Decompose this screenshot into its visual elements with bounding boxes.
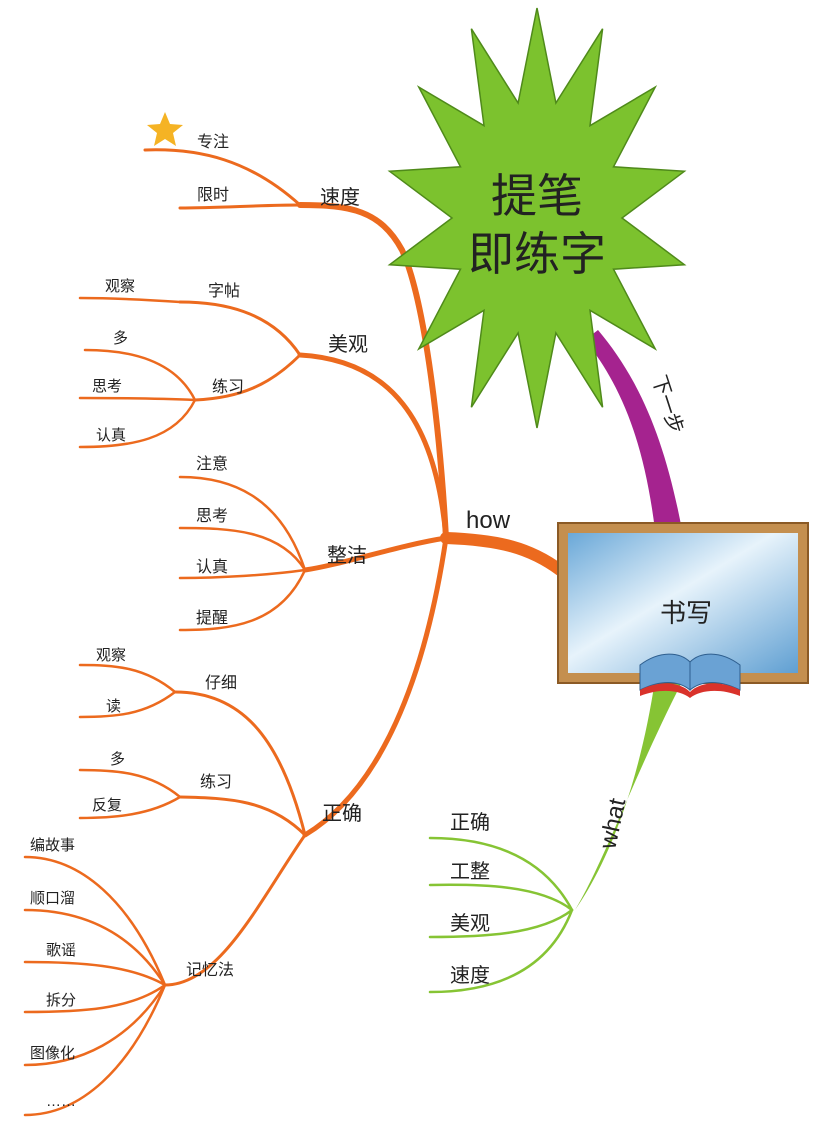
node-careful: 仔细 <box>205 674 237 692</box>
board-label: 书写 <box>660 599 712 629</box>
edge-split <box>23 983 167 1014</box>
next-step-link <box>585 330 682 530</box>
branch-neat <box>302 535 449 573</box>
edge-what-1 <box>428 836 574 912</box>
leaf-focus: 专注 <box>197 133 229 151</box>
leaf-etc: …… <box>46 1093 76 1110</box>
edge-etc <box>23 983 167 1117</box>
leaf-repeat: 反复 <box>92 796 122 814</box>
edge-focus <box>143 148 302 207</box>
node-correct: 正确 <box>322 802 362 825</box>
leaf-story: 编故事 <box>30 837 75 854</box>
what-item-2: 工整 <box>450 860 490 883</box>
node-copybook: 字帖 <box>208 282 240 300</box>
what-link <box>575 680 683 910</box>
edge-observe-1 <box>78 296 182 304</box>
leaf-song: 歌谣 <box>46 942 76 959</box>
what-label: what <box>594 796 631 853</box>
edge-what-3 <box>428 908 574 939</box>
leaf-observe-1: 观察 <box>105 277 135 295</box>
edge-careful <box>173 690 307 837</box>
how-label: how <box>466 507 511 534</box>
what-item-3: 美观 <box>450 912 490 935</box>
star-icon <box>147 112 183 146</box>
edge-practice-1 <box>193 353 302 402</box>
leaf-attention: 注意 <box>196 454 228 473</box>
book-icon <box>639 653 741 698</box>
edge-many-1 <box>83 348 197 402</box>
edge-observe-2 <box>78 663 177 694</box>
edge-practice-2 <box>178 795 307 837</box>
edge-attention <box>178 475 307 572</box>
leaf-timed: 限时 <box>197 186 229 204</box>
edge-earnest-2 <box>178 568 307 580</box>
edge-what-2 <box>428 883 574 912</box>
branch-beauty <box>297 352 449 541</box>
edge-think-2 <box>178 526 307 572</box>
leaf-many-1: 多 <box>113 330 128 347</box>
leaf-many-2: 多 <box>110 751 125 768</box>
leaf-remind: 提醒 <box>196 609 228 627</box>
leaf-read: 读 <box>106 698 121 715</box>
edge-read <box>78 690 177 719</box>
node-practice-1: 练习 <box>212 378 244 396</box>
branch-speed <box>297 202 449 541</box>
edge-repeat <box>78 795 182 820</box>
leaf-earnest-1: 认真 <box>96 426 126 444</box>
node-speed: 速度 <box>320 186 360 209</box>
edge-song <box>23 960 167 987</box>
what-item-1: 正确 <box>450 811 490 834</box>
edge-many-2 <box>78 768 182 799</box>
edge-memory <box>163 833 307 987</box>
edge-rhyme <box>23 908 167 987</box>
blackboard: 书写 <box>557 522 809 684</box>
leaf-rhyme: 顺口溜 <box>30 890 75 907</box>
edge-image <box>23 983 167 1067</box>
leaf-observe-2: 观察 <box>96 646 126 664</box>
starburst-shape <box>387 7 687 429</box>
node-beauty: 美观 <box>328 333 368 356</box>
leaf-split: 拆分 <box>46 992 76 1009</box>
how-branches <box>23 148 566 1117</box>
leaf-earnest-2: 认真 <box>196 558 228 576</box>
board-screen <box>568 533 798 673</box>
central-title-line2: 即练字 <box>468 227 606 281</box>
node-memory: 记忆法 <box>186 961 234 979</box>
edge-earnest-1 <box>78 398 197 449</box>
leaf-image: 图像化 <box>30 1045 75 1062</box>
node-neat: 整洁 <box>327 544 367 567</box>
edge-timed <box>178 203 302 210</box>
edge-copybook <box>178 300 302 357</box>
how-link <box>440 532 566 576</box>
edge-story <box>23 855 167 987</box>
edge-think-1 <box>78 396 197 402</box>
node-practice-2: 练习 <box>200 773 232 791</box>
what-item-4: 速度 <box>450 964 490 987</box>
edge-what-4 <box>428 908 574 994</box>
branch-correct <box>302 535 449 838</box>
leaf-think-2: 思考 <box>196 507 228 525</box>
what-branches <box>428 836 574 994</box>
central-title-line1: 提笔 <box>491 169 583 223</box>
leaf-think-1: 思考 <box>92 378 122 395</box>
edge-remind <box>178 568 307 632</box>
